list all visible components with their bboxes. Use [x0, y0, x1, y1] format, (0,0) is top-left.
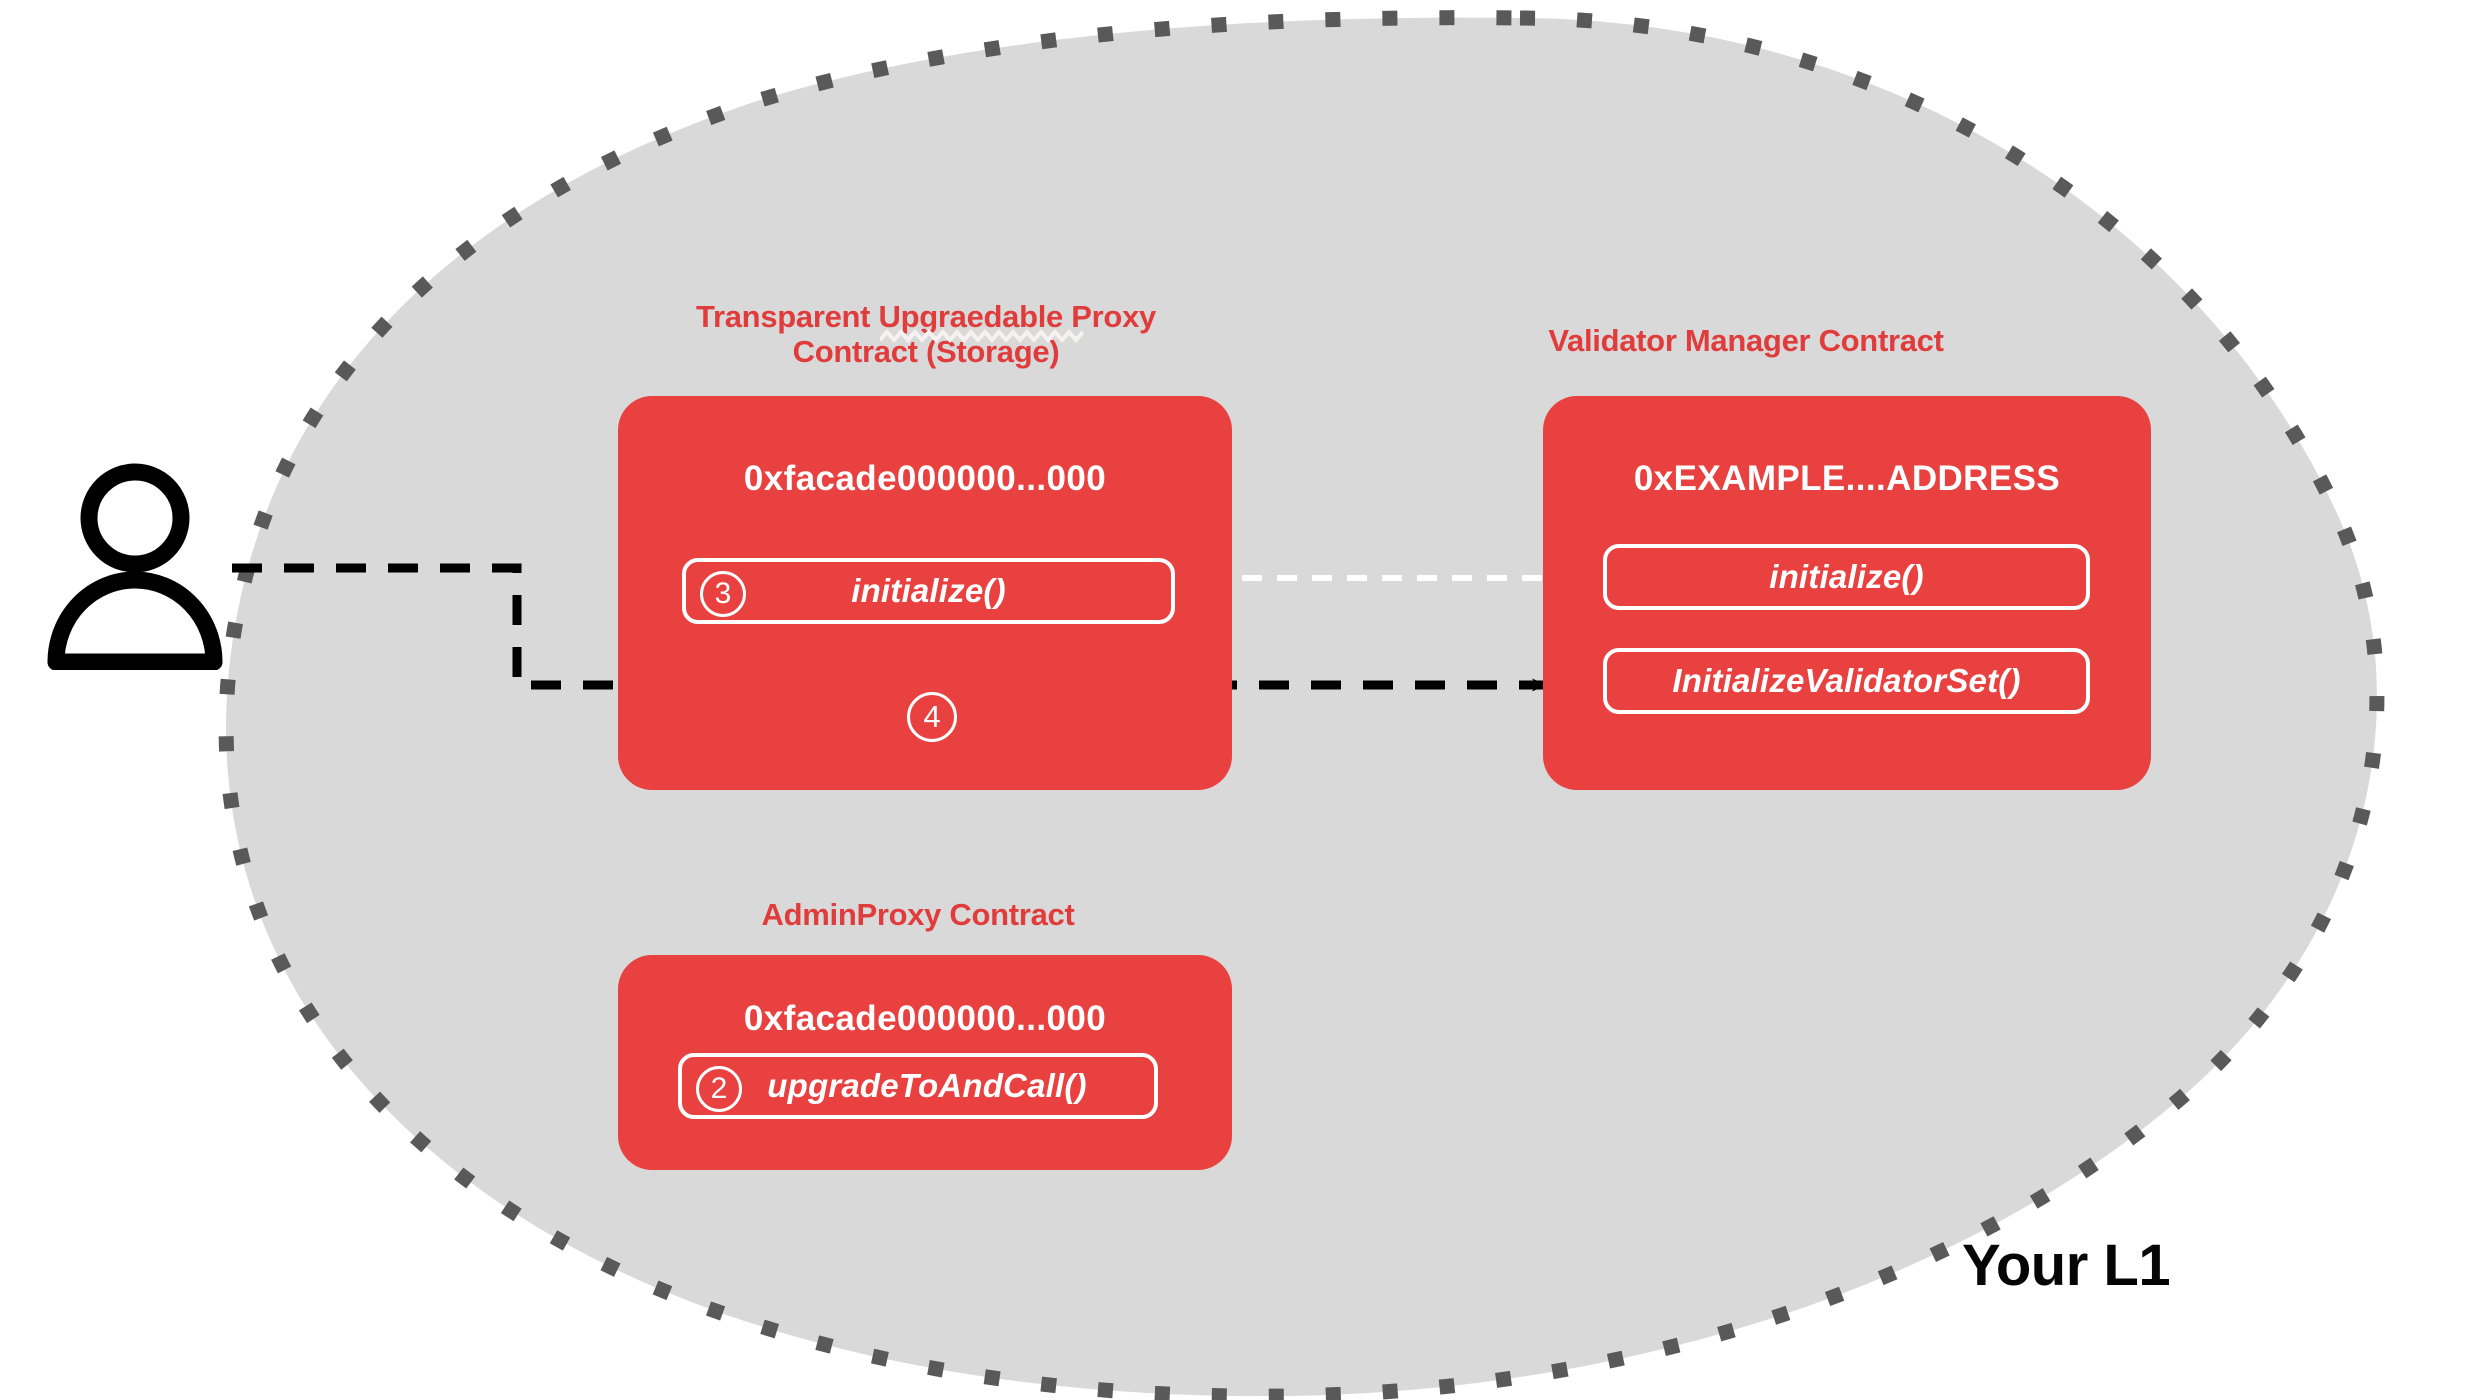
method-pill-initializevalidatorset[interactable]: InitializeValidatorSet(): [1603, 648, 2090, 714]
method-label-upgradetoandcall: upgradeToAndCall(): [767, 1067, 1087, 1104]
contract-card-validator-manager: 0xEXAMPLE....ADDRESS initialize() Initia…: [1543, 396, 2151, 790]
contract-address-validator-manager: 0xEXAMPLE....ADDRESS: [1633, 459, 2061, 498]
method-label-initialize-proxy: initialize(): [851, 572, 1006, 609]
method-pill-initialize-vm[interactable]: initialize(): [1603, 544, 2090, 610]
contract-title-line2: Contract (Storage): [792, 333, 1060, 369]
contract-card-admin-proxy: 0xfacade000000...000 2 upgradeToAndCall(…: [618, 955, 1232, 1170]
contract-address-admin-proxy: 0xfacade000000...000: [743, 999, 1107, 1038]
contract-title-admin-proxy: AdminProxy Contract: [761, 897, 1075, 932]
contract-address-transparent-upgradeable-proxy: 0xfacade000000...000: [743, 459, 1107, 498]
contract-title-transparent-upgradeable-proxy: Transparent Upgraedable Proxy Contract (…: [618, 299, 1234, 369]
region-label-your-l1: Your L1: [1962, 1233, 2171, 1298]
step-badge-2: 2: [696, 1066, 742, 1112]
contract-title-line1: Transparent Upgraedable Proxy: [696, 299, 1156, 334]
method-label-initializevalidatorset: InitializeValidatorSet(): [1672, 662, 2021, 699]
person-icon: [47, 463, 223, 670]
contract-card-transparent-upgradeable-proxy: 0xfacade000000...000 3 initialize() 4: [618, 396, 1232, 790]
contract-title-validator-manager: Validator Manager Contract: [1548, 323, 1944, 358]
method-pill-upgradetoandcall[interactable]: 2 upgradeToAndCall(): [678, 1053, 1158, 1119]
step-badge-4: 4: [907, 692, 957, 742]
step-badge-3: 3: [700, 571, 746, 617]
region-dotted-border: [218, 10, 2385, 1400]
spellcheck-squiggle-icon: [880, 329, 1084, 343]
method-label-initialize-vm: initialize(): [1769, 558, 1924, 595]
method-pill-initialize-proxy[interactable]: 3 initialize(): [682, 558, 1175, 624]
